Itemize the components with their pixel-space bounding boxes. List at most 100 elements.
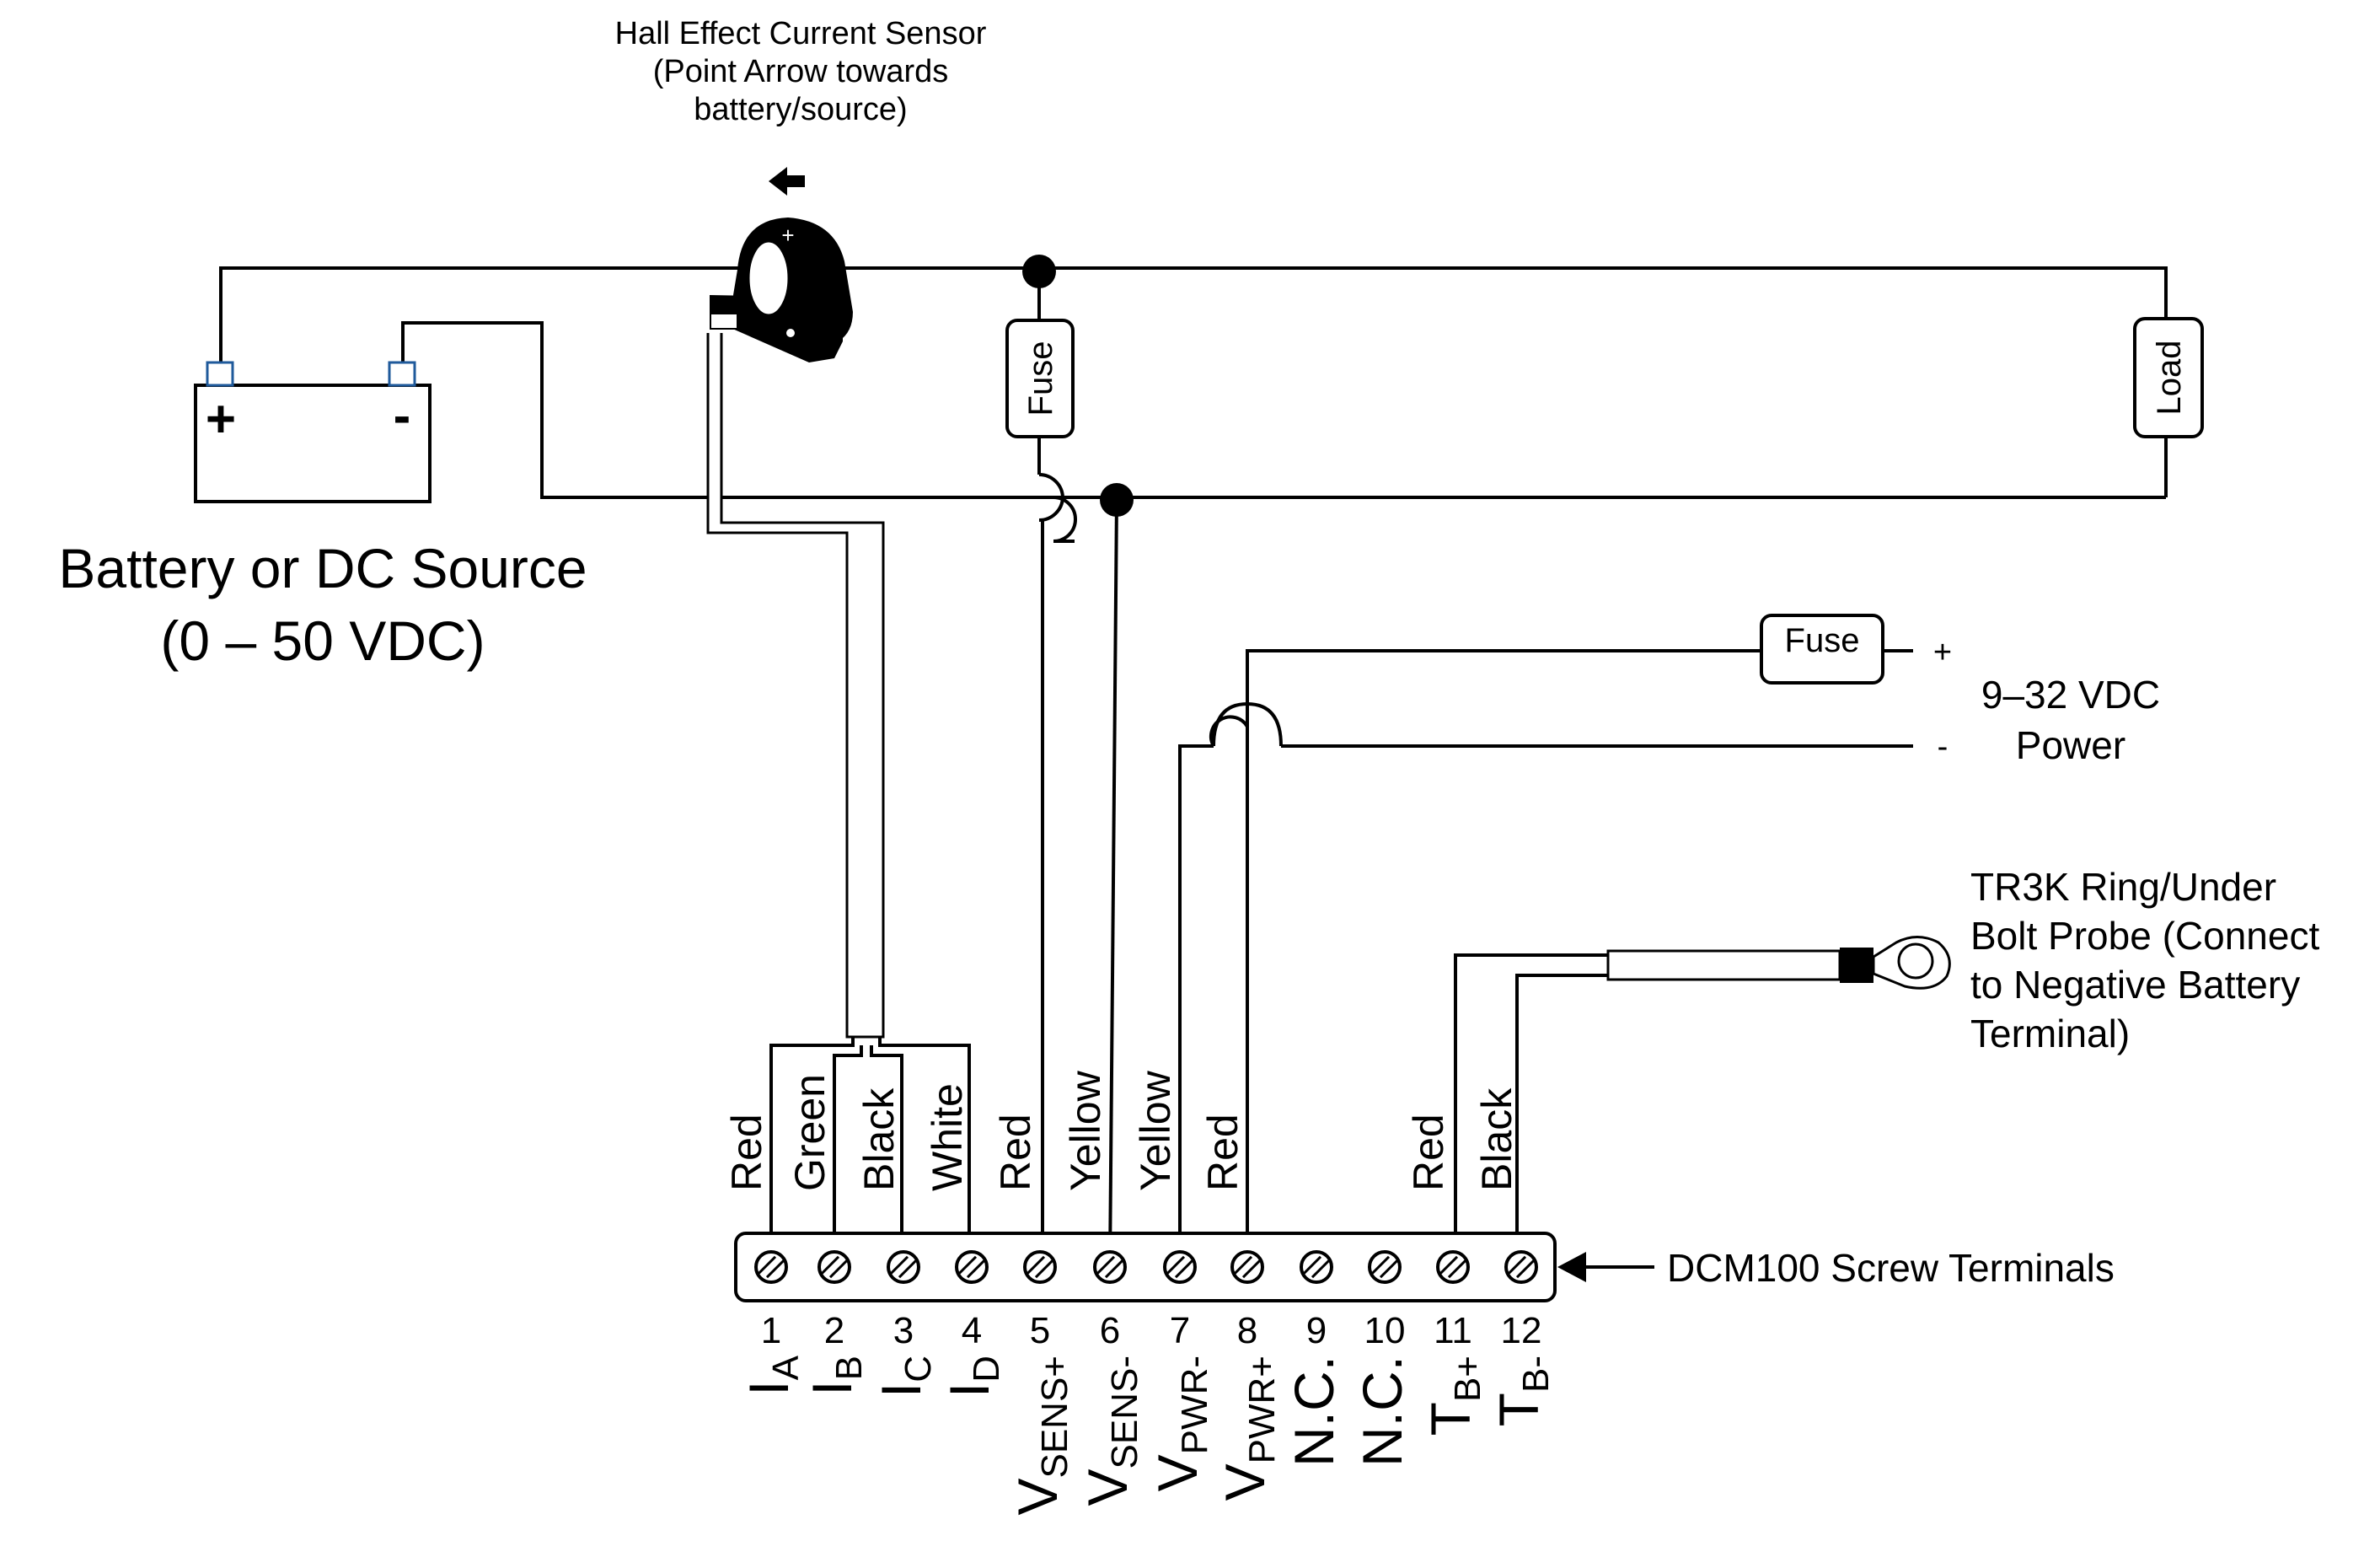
wire-color-label-8: Red <box>1199 1114 1246 1191</box>
terminal-name-sub-6: SENS- <box>1104 1356 1145 1469</box>
screw-terminal-12 <box>1504 1250 1538 1284</box>
sensor-note-line1: (Point Arrow towards <box>653 54 949 89</box>
terminal-name-main-2: I <box>801 1380 863 1395</box>
terminal-number-8: 8 <box>1237 1310 1257 1351</box>
probe-label-line3: to Negative Battery <box>1970 963 2300 1007</box>
battery-label-line2: (0 – 50 VDC) <box>160 609 485 672</box>
main-fuse: Fuse <box>1005 319 1075 438</box>
terminal-number-2: 2 <box>824 1310 844 1351</box>
terminal-number-3: 3 <box>893 1310 914 1351</box>
terminal-name-3: IC <box>870 1356 939 1398</box>
terminal-number-1: 1 <box>761 1310 781 1351</box>
probe-label-line4: Terminal) <box>1970 1012 2130 1055</box>
terminal-name-main-7: V <box>1146 1454 1209 1491</box>
terminal-name-main-3: I <box>870 1383 932 1398</box>
load-label: Load <box>2151 341 2188 416</box>
power-label: + - 9–32 VDC Power <box>1933 635 2160 767</box>
terminal-name-5: VSENS+ <box>1006 1356 1075 1516</box>
temperature-probe <box>1454 936 1951 1264</box>
terminal-name-main-8: V <box>1214 1463 1276 1501</box>
main-fuse-label: Fuse <box>1022 341 1059 416</box>
sensor-note-line2: battery/source) <box>694 92 907 127</box>
screw-terminal-6 <box>1093 1250 1127 1284</box>
terminal-name-8: VPWR+ <box>1214 1356 1283 1501</box>
sensor-title: Hall Effect Current Sensor <box>615 16 987 51</box>
load: Load <box>2133 317 2204 438</box>
probe-label: TR3K Ring/Under Bolt Probe (Connect to N… <box>1970 865 2319 1055</box>
power-label-line2: Power <box>2016 723 2125 767</box>
sensor-cable <box>706 333 971 1264</box>
terminal-block <box>734 1232 1557 1302</box>
power-fuse: Fuse <box>1760 614 1884 685</box>
terminal-number-11: 11 <box>1434 1310 1472 1351</box>
terminal-name-sub-7: PWR- <box>1174 1356 1215 1454</box>
terminal-name-main-6: V <box>1076 1469 1139 1506</box>
power-wiring <box>1178 649 1913 1264</box>
power-minus-sign: - <box>1938 729 1948 765</box>
wire-color-label-11: Red <box>1405 1114 1452 1191</box>
battery-plus-sign: + <box>206 390 236 448</box>
probe-label-line2: Bolt Probe (Connect <box>1970 914 2319 958</box>
screw-terminal-7 <box>1163 1250 1197 1284</box>
wire-color-label-7: Yellow <box>1132 1070 1179 1191</box>
screw-terminal-4 <box>955 1250 989 1284</box>
battery-body <box>194 384 432 503</box>
terminal-name-10: N.C. <box>1351 1356 1413 1467</box>
terminal-name-main-12: T <box>1488 1393 1550 1426</box>
sensor-label: Hall Effect Current Sensor (Point Arrow … <box>615 16 987 127</box>
power-fuse-label: Fuse <box>1785 622 1860 659</box>
main-circuit <box>219 266 2168 543</box>
terminal-name-main-9: N.C. <box>1283 1356 1345 1467</box>
screw-terminal-1 <box>754 1250 788 1284</box>
hall-effect-sensor: + <box>710 217 853 362</box>
terminal-name-main-10: N.C. <box>1351 1356 1413 1467</box>
screw-terminal-11 <box>1436 1250 1470 1284</box>
terminal-number-6: 6 <box>1100 1310 1120 1351</box>
wire-color-label-12: Black <box>1473 1087 1520 1191</box>
terminal-block-label: DCM100 Screw Terminals <box>1667 1246 2115 1290</box>
direction-arrow-icon <box>769 167 805 196</box>
probe-label-line1: TR3K Ring/Under <box>1970 865 2276 909</box>
screw-terminal-3 <box>887 1250 920 1284</box>
terminal-name-sub-1: A <box>765 1355 807 1380</box>
terminal-name-main-1: I <box>737 1380 800 1395</box>
terminal-name-7: VPWR- <box>1146 1356 1215 1491</box>
screw-terminal-10 <box>1368 1250 1402 1284</box>
terminal-name-12: TB- <box>1488 1356 1557 1426</box>
terminal-name-11: TB+ <box>1419 1356 1488 1436</box>
terminal-number-5: 5 <box>1030 1310 1050 1351</box>
power-plus-sign: + <box>1933 635 1952 670</box>
battery-negative-post <box>388 361 416 387</box>
terminal-name-4: ID <box>938 1356 1007 1398</box>
battery-label: Battery or DC Source (0 – 50 VDC) <box>58 537 587 672</box>
terminal-name-2: IB <box>801 1356 870 1396</box>
terminal-number-7: 7 <box>1170 1310 1190 1351</box>
terminal-name-sub-4: D <box>966 1356 1007 1383</box>
terminal-number-9: 9 <box>1306 1310 1327 1351</box>
screw-terminal-5 <box>1023 1250 1057 1284</box>
terminal-name-main-5: V <box>1006 1479 1069 1516</box>
battery-positive-post <box>206 361 234 387</box>
wire-color-label-1: Red <box>723 1114 770 1191</box>
terminal-name-sub-3: C <box>898 1356 939 1383</box>
terminal-name-sub-5: SENS+ <box>1034 1356 1075 1479</box>
terminal-number-12: 12 <box>1501 1310 1542 1351</box>
terminal-name-9: N.C. <box>1283 1356 1345 1467</box>
terminal-name-sub-12: B- <box>1515 1356 1557 1393</box>
sense-wires <box>1022 255 1134 1265</box>
screw-terminal-8 <box>1230 1250 1264 1284</box>
wire-color-label-2: Green <box>786 1074 834 1191</box>
terminal-name-main-4: I <box>938 1383 1000 1398</box>
screw-terminals <box>754 1250 1538 1284</box>
terminal-name-sub-11: B+ <box>1447 1356 1488 1402</box>
battery: + - <box>194 361 432 503</box>
wire-color-label-4: White <box>924 1083 971 1191</box>
battery-minus-sign: - <box>394 387 411 445</box>
terminal-names: IAIBICIDVSENS+VSENS-VPWR-VPWR+N.C.N.C.TB… <box>737 1355 1557 1515</box>
terminal-number-10: 10 <box>1364 1310 1406 1351</box>
wire-color-label-5: Red <box>992 1114 1039 1191</box>
screw-terminal-9 <box>1300 1250 1333 1284</box>
battery-label-line1: Battery or DC Source <box>58 537 587 599</box>
terminal-name-sub-8: PWR+ <box>1241 1356 1283 1463</box>
